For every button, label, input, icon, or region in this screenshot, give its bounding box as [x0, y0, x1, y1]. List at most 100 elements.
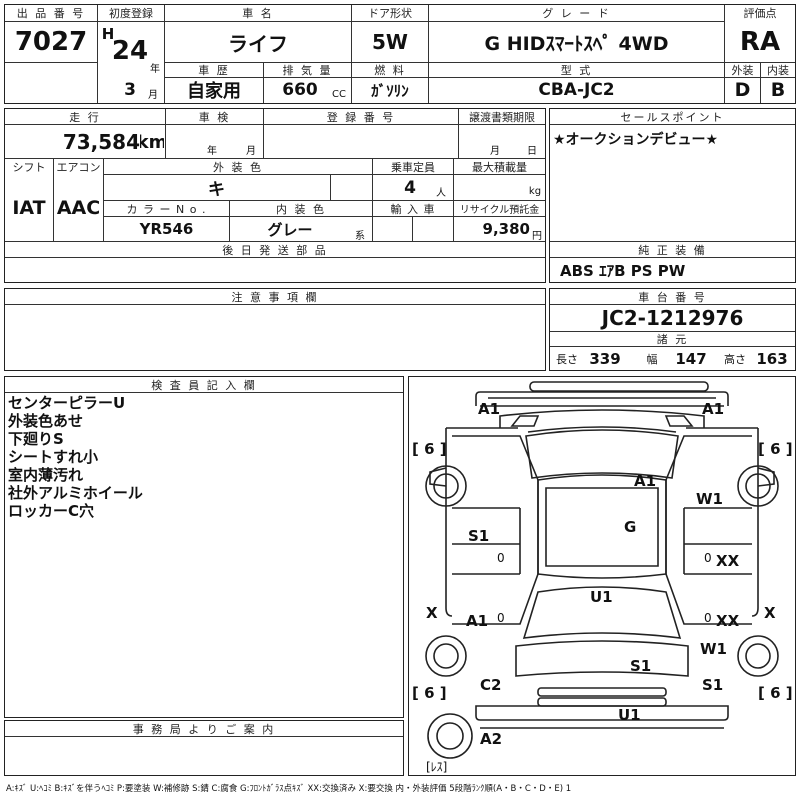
recycle-label: リサイクル預託金: [459, 205, 540, 216]
damage-mark: [ 6 ]: [758, 440, 793, 458]
lot-no-label: 出 品 番 号: [16, 7, 86, 20]
capacity: 4: [404, 177, 416, 198]
sales-point: ★オークションデビュー★: [553, 132, 719, 148]
height-label: 高さ: [724, 353, 746, 366]
int-grade-label: 内装: [767, 64, 789, 77]
inspector-line: シートすれ小: [8, 448, 99, 466]
damage-mark: [ 6 ]: [758, 684, 793, 702]
ext-color-label: 外 装 色: [213, 160, 263, 174]
damage-mark: 0: [704, 551, 712, 565]
car-diagram-block: [408, 376, 796, 776]
damage-mark: U1: [618, 706, 641, 724]
recycle-unit: 円: [532, 230, 542, 241]
first-reg-month: 3: [124, 80, 136, 100]
damage-mark: A2: [480, 730, 503, 748]
damage-mark: U1: [590, 588, 613, 606]
color-no-label: カ ラ ー N o .: [126, 202, 207, 216]
score: RA: [739, 27, 781, 57]
damage-mark: W1: [696, 490, 723, 508]
mileage: 73,584: [62, 130, 140, 154]
fuel-label: 燃 料: [374, 64, 406, 77]
door-label: ドア形状: [368, 7, 412, 20]
notes-label: 注 意 事 項 欄: [231, 290, 319, 304]
score-label: 評価点: [743, 7, 777, 20]
damage-mark: W1: [700, 640, 727, 658]
spec-label: 諸 元: [656, 333, 689, 346]
fuel: ｶﾞｿﾘﾝ: [371, 81, 409, 100]
damage-mark: [ 6 ]: [412, 440, 447, 458]
inspector-line: 社外アルミホイール: [8, 484, 143, 502]
damage-mark: 0: [497, 611, 505, 625]
ext-grade-label: 外装: [731, 64, 754, 77]
inspection-label: 車 検: [198, 110, 231, 124]
history-label: 車 歴: [198, 64, 230, 77]
header-block: [4, 4, 796, 104]
model-label: 型 式: [560, 64, 593, 77]
lot-no: 7027: [14, 27, 88, 57]
damage-mark: A1: [634, 472, 657, 490]
damage-mark: X: [764, 604, 776, 622]
office-block: [4, 720, 404, 776]
details-block: [4, 108, 546, 283]
inspector-line: 下廻りS: [8, 430, 64, 448]
int-color-label: 内 装 色: [276, 202, 326, 216]
door-type: 5W: [372, 30, 408, 54]
sales-point-block: [549, 108, 796, 283]
inspector-block: [4, 376, 404, 718]
chassis-label: 車 台 番 号: [638, 290, 707, 304]
mileage-unit: km: [140, 131, 164, 153]
damage-mark: X: [426, 604, 438, 622]
office-label: 事 務 局 よ り ご 案 内: [132, 722, 276, 736]
first-reg-year: 24: [111, 36, 149, 66]
color-no: YR546: [139, 220, 194, 238]
model: CBA-JC2: [538, 80, 615, 100]
damage-mark: C2: [480, 676, 502, 694]
genuine-label: 純 正 装 備: [638, 243, 707, 257]
inspector-line: 室内薄汚れ: [8, 466, 84, 484]
damage-mark: A1: [702, 400, 725, 418]
damage-mark: [ﾚｽ]: [426, 760, 448, 774]
width: 147: [675, 350, 707, 368]
damage-mark: XX: [716, 552, 740, 570]
damage-mark: G: [624, 518, 637, 536]
int-grade: B: [770, 79, 786, 101]
legend: A:ｷｽﾞ U:ﾍｺﾐ B:ｷｽﾞを伴うﾍｺﾐ P:要塗装 W:補修跡 S:錆 …: [6, 784, 572, 794]
insp-month-unit: 月: [246, 145, 256, 156]
damage-mark: A1: [466, 612, 489, 630]
max-load-label: 最大積載量: [472, 160, 527, 174]
history: 自家用: [187, 81, 241, 102]
damage-mark: 0: [497, 551, 505, 565]
damage-mark: XX: [716, 612, 740, 630]
ac-label: エアコン: [56, 160, 101, 174]
first-reg-label: 初度登録: [109, 7, 153, 20]
ext-grade: D: [734, 79, 751, 101]
inspector-line: センターピラーU: [8, 394, 126, 412]
car-diagram: [425, 381, 779, 759]
transfer-month-unit: 月: [490, 145, 500, 156]
damage-mark: 0: [704, 611, 712, 625]
capacity-label: 乗車定員: [391, 160, 435, 174]
displacement-unit: CC: [332, 88, 346, 100]
sales-point-label: セールスポイント: [620, 110, 725, 124]
chassis-block: [549, 288, 796, 371]
inspector-label: 検 査 員 記 入 欄: [151, 378, 257, 392]
shift: IAT: [12, 197, 46, 219]
car-name-label: 車 名: [242, 7, 274, 20]
car-name: ライフ: [228, 31, 288, 56]
mileage-label: 走 行: [69, 110, 101, 124]
insp-year-unit: 年: [207, 145, 217, 156]
damage-mark: A1: [478, 400, 501, 418]
int-color: グレー: [267, 220, 313, 239]
damage-mark: S1: [630, 657, 652, 675]
width-label: 幅: [646, 353, 658, 366]
chassis-number: JC2-1212976: [601, 306, 744, 330]
inspector-notes: センターピラーU 外装色あせ 下廻りS シートすれ小 室内薄汚れ 社外アルミホイ…: [8, 394, 398, 520]
displacement: 660: [282, 80, 318, 100]
height: 163: [756, 350, 788, 368]
grade-label: グ レ ー ド: [542, 7, 611, 20]
recycle-fee: 9,380: [482, 220, 530, 238]
transfer-day-unit: 日: [527, 145, 537, 156]
import-label: 輸 入 車: [390, 202, 436, 216]
inspector-line: 外装色あせ: [8, 412, 84, 430]
length: 339: [589, 350, 621, 368]
